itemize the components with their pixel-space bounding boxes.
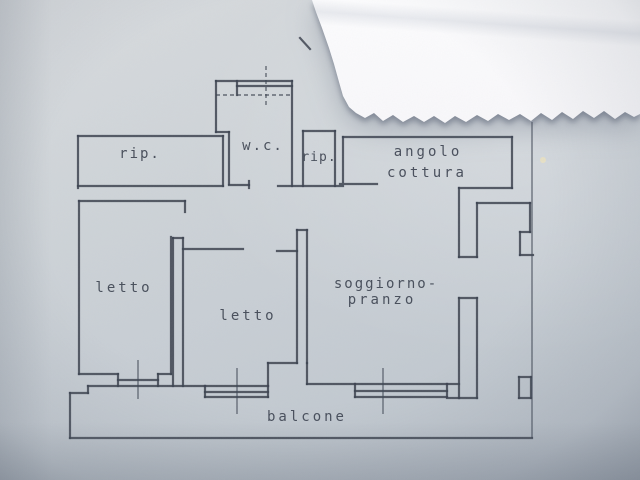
room-label: angolo: [394, 144, 463, 160]
plan-walls: [68, 36, 546, 440]
paper-speck: [540, 157, 546, 163]
room-label: pranzo: [348, 292, 417, 308]
room-label: balcone: [267, 409, 347, 425]
room-label: soggiorno-: [334, 276, 438, 292]
plan-room-labels: rip. w.c. rip. angolo cottura letto letto soggi…: [95, 138, 467, 425]
room-label: rip.: [119, 146, 161, 162]
room-label: cottura: [387, 165, 467, 181]
room-label: rip.: [301, 150, 336, 165]
room-label: w.c.: [242, 138, 284, 154]
wall-segment: [298, 36, 312, 51]
room-label: letto: [95, 280, 152, 296]
room-label: letto: [219, 308, 276, 324]
